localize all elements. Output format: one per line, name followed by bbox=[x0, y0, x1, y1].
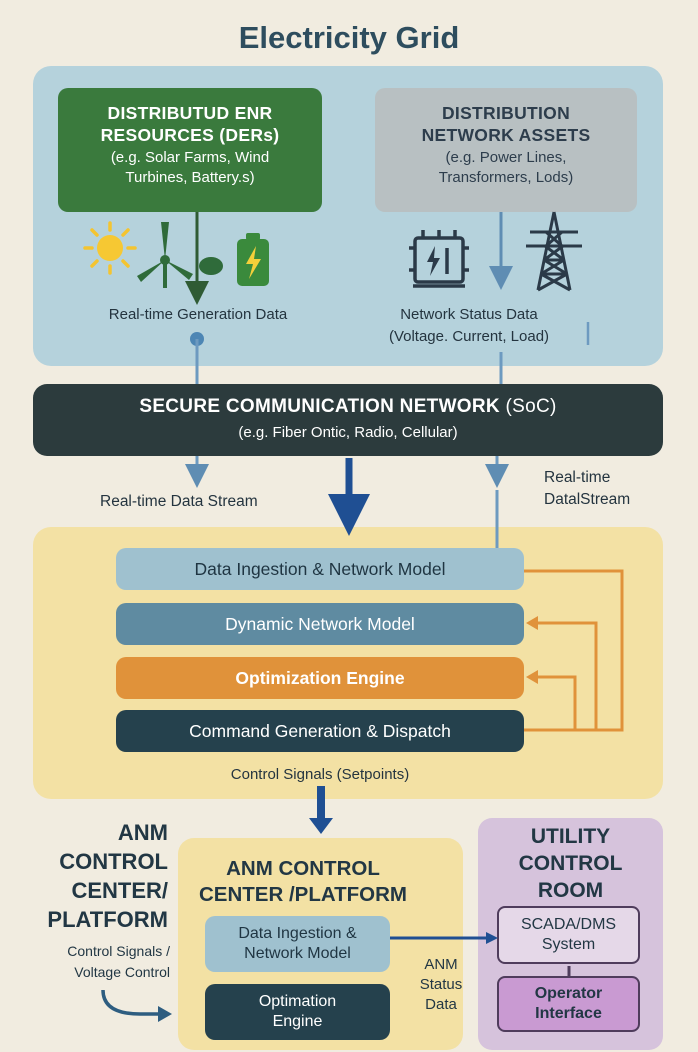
secure-communication-network-bar: SECURE COMMUNICATION NETWORK (SoC) (e.g.… bbox=[33, 384, 663, 456]
scada-line1: SCADA/DMS bbox=[520, 916, 617, 933]
operator-line2: Interface bbox=[535, 1005, 602, 1022]
anm-status-line3: Data bbox=[425, 996, 457, 1013]
der-sub-line1: (e.g. Solar Farms, Wind bbox=[110, 149, 270, 166]
stage-optimization-engine: Optimization Engine bbox=[116, 657, 524, 699]
utility-title: UTILITY CONTROL ROOM bbox=[478, 823, 663, 904]
anm-left-line1: ANM bbox=[117, 820, 168, 845]
network-status-label-line1: Network Status Data bbox=[400, 306, 538, 323]
utility-title-line2: CONTROL bbox=[518, 852, 623, 875]
assets-title-line1: DISTRIBUTION bbox=[441, 103, 571, 123]
stage-command-generation: Command Generation & Dispatch bbox=[116, 710, 524, 752]
anm-panel-title-line2: CENTER /PLATFORM bbox=[198, 883, 408, 906]
anm-status-data-label: ANM Status Data bbox=[406, 955, 476, 1015]
anm-ingest-line2: Network Model bbox=[244, 945, 351, 962]
anm-panel-title: ANM CONTROL CENTER /PLATFORM bbox=[178, 856, 428, 908]
feedback-arrowhead-dynamic bbox=[526, 616, 538, 630]
control-signals-label: Control Signals (Setpoints) bbox=[230, 766, 410, 783]
stage-data-ingestion: Data Ingestion & Network Model bbox=[116, 548, 524, 590]
anm-left-sub: Control Signals / Voltage Control bbox=[28, 941, 170, 983]
transformer-icon bbox=[409, 230, 469, 288]
anm-engine-line2: Engine bbox=[272, 1013, 323, 1030]
anm-panel-title-line1: ANM CONTROL bbox=[226, 857, 380, 880]
comm-subtitle: (e.g. Fiber Ontic, Radio, Cellular) bbox=[238, 424, 458, 441]
feedback-arrowhead-optim bbox=[526, 670, 538, 684]
comm-title: SECURE COMMUNICATION NETWORK bbox=[139, 396, 500, 417]
network-status-label-line2: (Voltage. Current, Load) bbox=[388, 328, 550, 345]
anm-left-line2: CONTROL bbox=[59, 849, 168, 874]
wind-turbine-icon bbox=[137, 222, 223, 288]
utility-title-line1: UTILITY bbox=[530, 825, 611, 848]
utility-title-line3: ROOM bbox=[537, 879, 604, 902]
voltage-control-curve-arrow bbox=[101, 989, 160, 1016]
feedback-loops bbox=[524, 569, 624, 732]
scada-line2: System bbox=[541, 936, 596, 953]
comm-title-suffix: (SoC) bbox=[505, 396, 557, 417]
control-signals-arrowhead bbox=[309, 818, 333, 834]
operator-line1: Operator bbox=[534, 985, 603, 1002]
anm-status-line2: Status bbox=[419, 976, 463, 993]
realtime-stream-right-line1: Real-time bbox=[544, 469, 611, 486]
anm-left-line4: PLATFORM bbox=[47, 907, 168, 932]
anm-left-sub-line1: Control Signals / bbox=[67, 943, 170, 959]
page-title: Electricity Grid bbox=[238, 20, 460, 55]
der-title-line1: DISTRIBUTUD ENR bbox=[107, 103, 273, 123]
battery-icon bbox=[237, 233, 269, 286]
scada-dms-system-box: SCADA/DMS System bbox=[497, 906, 640, 964]
der-sub-line2: Turbines, Battery.s) bbox=[125, 169, 255, 186]
realtime-stream-right-line2: DatalStream bbox=[544, 491, 631, 508]
transmission-tower-icon bbox=[526, 211, 582, 292]
anm-left-sub-line2: Voltage Control bbox=[74, 964, 170, 980]
realtime-stream-left-label: Real-time Data Stream bbox=[100, 493, 258, 510]
anm-left-line3: CENTER/ bbox=[71, 878, 168, 903]
der-title-line2: RESOURCES (DERs) bbox=[100, 125, 280, 145]
anm-status-line1: ANM bbox=[424, 956, 458, 973]
sun-icon bbox=[83, 221, 137, 275]
assets-title-line2: NETWORK ASSETS bbox=[421, 125, 591, 145]
voltage-control-arrowhead bbox=[158, 1006, 172, 1022]
anm-control-center-label: ANM CONTROL CENTER/ PLATFORM bbox=[28, 818, 168, 934]
anm-data-ingestion-box: Data Ingestion & Network Model bbox=[205, 916, 390, 972]
anm-engine-line1: Optimation bbox=[258, 993, 337, 1010]
der-box: DISTRIBUTUD ENR RESOURCES (DERs) (e.g. S… bbox=[58, 88, 322, 212]
network-assets-box: DISTRIBUTION NETWORK ASSETS (e.g. Power … bbox=[375, 88, 637, 212]
anm-ingest-line1: Data Ingestion & bbox=[238, 925, 357, 942]
anm-to-scada-arrowhead bbox=[486, 932, 498, 944]
stage-dynamic-network-model: Dynamic Network Model bbox=[116, 603, 524, 645]
assets-sub-line1: (e.g. Power Lines, bbox=[445, 149, 567, 166]
generation-data-label: Real-time Generation Data bbox=[108, 306, 288, 323]
assets-sub-line2: Transformers, Lods) bbox=[438, 169, 574, 186]
